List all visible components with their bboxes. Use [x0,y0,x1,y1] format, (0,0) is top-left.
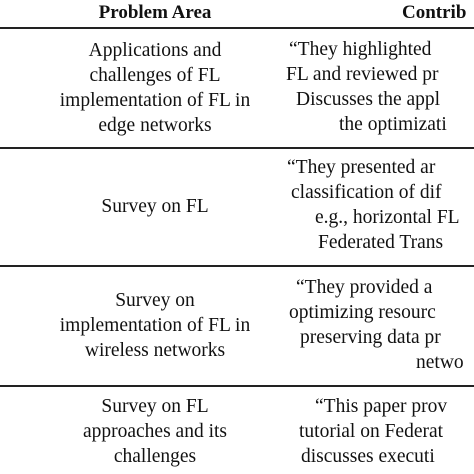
cell-line: Survey on FL [101,396,209,417]
contribution-cell: “They provided a optimizing resourc pres… [0,275,464,375]
cell-line: challenges [113,446,197,467]
cell-line: Survey on [115,289,195,311]
cell-line: edge networks [98,115,212,136]
cell-line: preserving data pr [300,327,441,348]
cell-line: netwo [416,352,464,373]
cell-line: approaches and its [82,421,228,442]
table-rule [0,27,474,29]
cell-line: e.g., horizontal FL [315,207,460,228]
header-contribution: Contrib [402,2,467,23]
cell-line: FL and reviewed pr [286,64,439,85]
cell-line: Federated Trans [318,232,444,253]
cell-line: implementation of FL in [59,314,251,336]
cell-line: optimizing resourc [289,302,436,323]
cell-line: implementation of FL in [59,90,251,111]
cell-line: discusses executi [301,446,435,467]
problem-area-cell: Applications and challenges of FL implem… [0,34,310,142]
cell-line: “They provided a [296,277,433,298]
table-rule [0,385,474,387]
cell-line: classification of dif [291,182,442,203]
header-problem-area: Problem Area [98,2,212,23]
table-rule [0,147,474,149]
cell-line: challenges of FL [89,65,221,86]
cell-line: the optimizati [339,114,447,135]
contribution-cell: “This paper prov tutorial on Federat dis… [0,394,447,469]
contribution-cell: “They highlighted FL and reviewed pr Dis… [0,37,447,137]
table-rule [0,265,474,267]
cell-line: tutorial on Federat [299,421,444,442]
cell-line: “This paper prov [315,396,448,417]
cell-line: Survey on FL [101,195,209,217]
cell-line: Discusses the appl [296,89,441,110]
problem-area-cell: Survey on implementation of FL in wirele… [0,270,310,380]
cell-line: wireless networks [84,339,226,361]
contribution-cell: “They presented ar classification of dif… [0,155,460,255]
cell-line: Applications and [88,40,222,61]
problem-area-cell: Survey on FL [0,152,310,260]
cell-line: “They highlighted [289,39,432,60]
cell-line: “They presented ar [287,157,436,178]
problem-area-cell: Survey on FL approaches and its challeng… [0,394,310,474]
